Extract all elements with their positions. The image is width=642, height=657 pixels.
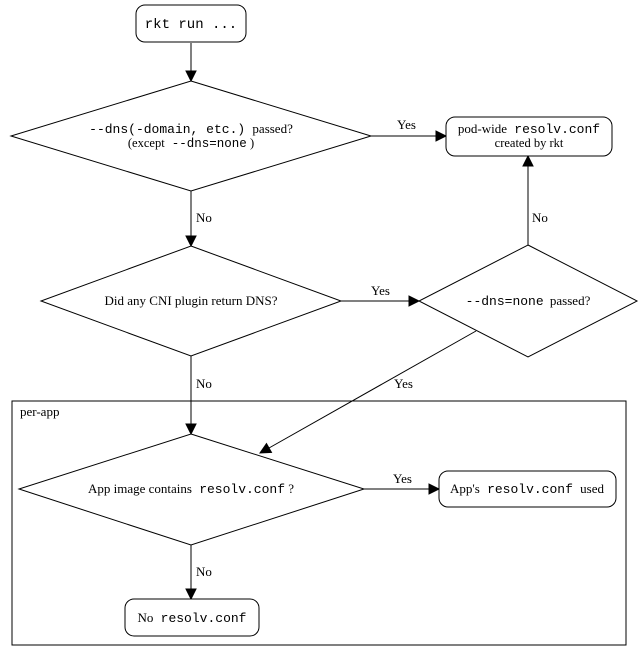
dns-none-label: --dns=none passed? — [466, 293, 591, 309]
dns-passed-line1-text: passed? — [252, 121, 293, 136]
node-dns-none-decision: --dns=none passed? — [417, 244, 639, 358]
app-contains-code: resolv.conf — [199, 482, 285, 497]
arrowhead — [435, 130, 448, 142]
per-app-cluster — [11, 400, 627, 646]
edge-label-app-no: No — [196, 564, 212, 579]
edge-label-dns-yes: Yes — [397, 117, 416, 132]
arrowhead — [185, 70, 197, 83]
arrowhead — [185, 423, 197, 436]
cni-dns-label: Did any CNI plugin return DNS? — [105, 293, 278, 308]
edge-label-none-yes: Yes — [394, 376, 413, 391]
node-no-resolv: No resolv.conf — [124, 598, 260, 637]
app-contains-label: App image contains resolv.conf ? — [88, 481, 294, 497]
arrowhead — [259, 442, 273, 454]
no-resolv-code: resolv.conf — [161, 611, 247, 626]
node-dns-passed-decision: --dns(-domain, etc.) passed? (except --d… — [9, 80, 373, 192]
edge-label-app-yes: Yes — [393, 471, 412, 486]
dns-none-code: --dns=none — [466, 294, 544, 309]
pod-resolv-line1: pod-wide resolv.conf — [458, 121, 600, 137]
app-used-suffix: used — [580, 481, 604, 496]
node-pod-wide-resolv: pod-wide resolv.conf created by rkt — [445, 116, 613, 157]
node-cni-dns-decision: Did any CNI plugin return DNS? — [39, 245, 343, 357]
dns-passed-line2: (except --dns=none ) — [128, 136, 254, 151]
arrowhead — [428, 483, 441, 495]
arrowhead — [185, 235, 197, 248]
dns-none-text: passed? — [550, 293, 591, 308]
pod-resolv-line1-text: pod-wide — [458, 121, 507, 136]
edge-none-yes — [268, 330, 477, 449]
dns-passed-line2-code: --dns=none — [172, 137, 247, 151]
arrowhead — [522, 154, 534, 167]
edge-label-dns-no: No — [196, 210, 212, 225]
arrowhead — [185, 588, 197, 601]
app-used-prefix: App's — [450, 481, 480, 496]
pod-resolv-line1-code: resolv.conf — [514, 122, 600, 137]
edge-label-cni-no: No — [196, 376, 212, 391]
node-app-resolv-used: App's resolv.conf used — [438, 470, 617, 508]
dns-passed-line2-suffix: ) — [250, 136, 254, 150]
arrowhead — [408, 295, 421, 307]
dns-passed-line1: --dns(-domain, etc.) passed? — [89, 121, 293, 137]
node-rkt-run-label: rkt run ... — [145, 17, 237, 33]
edge-label-cni-yes: Yes — [371, 283, 390, 298]
app-contains-suffix: ? — [288, 481, 294, 496]
pod-resolv-line2: created by rkt — [495, 136, 564, 150]
app-used-label: App's resolv.conf used — [450, 481, 604, 497]
node-rkt-run: rkt run ... — [135, 4, 247, 43]
app-used-code: resolv.conf — [487, 482, 573, 497]
edge-label-none-no: No — [532, 210, 548, 225]
app-contains-text: App image contains — [88, 481, 192, 496]
no-resolv-label: No resolv.conf — [138, 610, 247, 626]
dns-passed-line1-code: --dns(-domain, etc.) — [89, 122, 245, 137]
dns-passed-line2-prefix: (except — [128, 136, 165, 150]
no-resolv-prefix: No — [138, 610, 154, 625]
node-app-contains-decision: App image contains resolv.conf ? — [17, 433, 366, 546]
cluster-label: per-app — [20, 404, 59, 419]
